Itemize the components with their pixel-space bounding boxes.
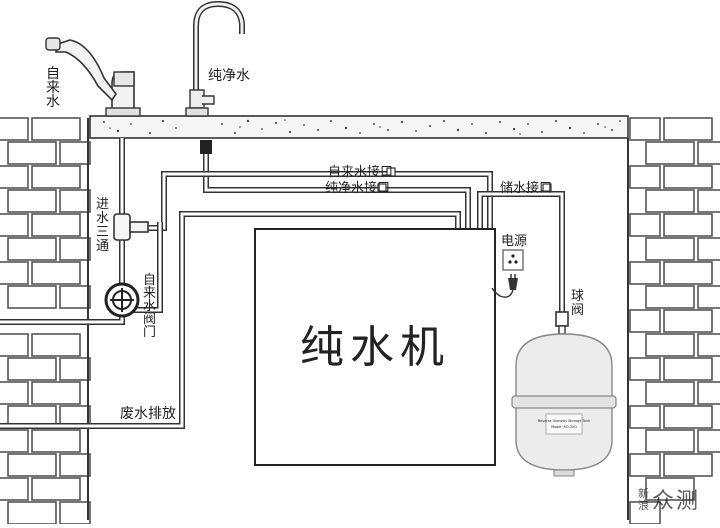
label-inlet-tee-char-4: 通 (96, 239, 109, 254)
label-tap-valve-char-4: 阀 (143, 312, 156, 327)
label-tap-valve-char-1: 自 (143, 273, 156, 288)
label-inlet-tee-char-3: 三 (96, 225, 109, 240)
power-socket (502, 249, 524, 271)
watermark-zhongce: 众测 (652, 489, 700, 514)
watermark-char-lang: 浪 (638, 498, 649, 512)
label-tap-water-port: 自来水接口 (328, 164, 393, 180)
right-brick-wall (627, 117, 720, 525)
watermark-char-xin: 新 (638, 486, 649, 500)
tap-water-port-marker (386, 167, 396, 177)
label-ball-valve-char-1: 球 (571, 289, 584, 304)
label-ball-valve: 球 阀 (571, 289, 588, 318)
storage-tank (511, 333, 617, 477)
kitchen-faucet (45, 37, 141, 117)
left-brick-wall (0, 117, 91, 525)
label-pure-water-faucet: 纯净水 (208, 68, 250, 84)
label-tap-valve: 自 来 水 阀 门 (143, 273, 160, 340)
label-tap-water: 自 来 水 (46, 66, 64, 110)
label-tap-water-char-3: 水 (46, 94, 60, 110)
pure-water-port-marker (377, 183, 387, 193)
tap-water-valve (104, 282, 140, 318)
label-tap-water-char-2: 来 (46, 80, 60, 96)
tank-label-line-1: Reverse Osmosis Storage Tank (538, 419, 590, 423)
ball-valve (555, 311, 569, 335)
storage-port-marker (542, 183, 552, 193)
tank-label-line-2: Model: RO-32G (551, 425, 577, 429)
label-inlet-tee-char-2: 水 (96, 211, 109, 226)
label-tap-water-char-1: 自 (46, 66, 60, 82)
label-tap-valve-char-2: 来 (143, 286, 156, 301)
label-tap-valve-char-3: 水 (143, 299, 156, 314)
label-inlet-tee-char-1: 进 (96, 197, 109, 212)
label-power: 电源 (501, 234, 527, 249)
watermark: 新 浪 众测 (638, 486, 700, 514)
pure-water-machine (254, 228, 496, 466)
power-plug (491, 274, 518, 298)
inlet-tee-fitting (113, 213, 149, 241)
label-ball-valve-char-2: 阀 (571, 303, 584, 318)
faucet-connector (200, 140, 212, 154)
label-pure-water-port: 纯净水接口 (325, 180, 390, 196)
label-inlet-tee: 进 水 三 通 (96, 197, 113, 254)
pure-water-faucet (185, 0, 245, 117)
label-tap-valve-char-5: 门 (143, 325, 156, 340)
countertop (89, 115, 629, 139)
label-storage-port: 储水接口 (500, 180, 552, 196)
machine-label: 纯水机 (300, 322, 450, 373)
label-drain: 废水排放 (120, 406, 176, 422)
